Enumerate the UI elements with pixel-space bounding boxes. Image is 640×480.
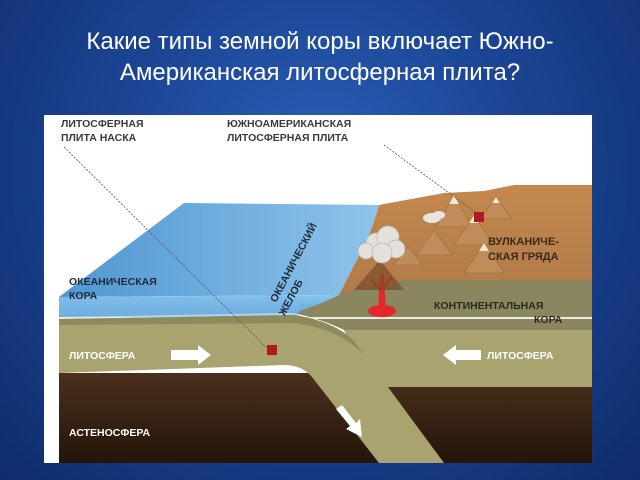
asthenosphere-label: АСТЕНОСФЕРА: [69, 427, 150, 439]
title-line-1: Какие типы земной коры включает Южно-: [86, 28, 554, 55]
diagram-margin: [44, 115, 59, 463]
slab-top-edge: [59, 315, 364, 355]
slide-title: Какие типы земной коры включает Южно- Ам…: [0, 26, 640, 88]
subduction-arrow: [336, 405, 362, 437]
asthenosphere-layer: [44, 373, 592, 463]
south-american-plate-label-line1: ЮЖНОАМЕРИКАНСКАЯ: [227, 118, 351, 130]
south-american-plate-marker: [474, 212, 484, 222]
oceanic-crust-line: [59, 317, 592, 319]
small-cloud: [423, 211, 445, 223]
nazca-leader-line: [63, 146, 272, 353]
south-american-leader-line: [383, 144, 480, 216]
eruption-cloud: [357, 225, 406, 264]
lithosphere-label-right: ЛИТОСФЕРА: [487, 350, 554, 362]
right-lithosphere-arrow: [443, 345, 481, 365]
left-lithosphere-arrow: [171, 345, 211, 365]
south-american-plate-label-line2: ЛИТОСФЕРНАЯ ПЛИТА: [227, 132, 349, 144]
nazca-plate-label-line2: ПЛИТА НАСКА: [61, 132, 137, 144]
mountain-peaks: [393, 194, 513, 274]
volcanic-range-label-line2: СКАЯ ГРЯДА: [488, 251, 559, 263]
lithosphere-label-left: ЛИТОСФЕРА: [69, 350, 136, 362]
volcano-cone: [354, 260, 404, 290]
title-line-2: Американская литосферная плита?: [119, 59, 521, 86]
ocean-water-front: [59, 297, 299, 317]
nazca-plate-marker: [267, 345, 277, 355]
oceanic-lithosphere: [59, 315, 444, 463]
oceanic-crust-label-line1: ОКЕАНИЧЕСКАЯ: [69, 276, 157, 288]
nazca-plate-label-line1: ЛИТОСФЕРНАЯ: [61, 118, 144, 130]
continental-crust-label-line1: КОНТИНЕНТАЛЬНАЯ: [434, 300, 543, 312]
plate-diagram: ЛИТОСФЕРНАЯ ПЛИТА НАСКА ЮЖНОАМЕРИКАНСКАЯ…: [44, 115, 592, 463]
oceanic-crust-label-line2: КОРА: [69, 290, 98, 302]
continental-crust-label-line2: КОРА: [534, 314, 563, 326]
volcanic-range-label-line1: ВУЛКАНИЧЕ-: [488, 236, 559, 248]
ocean-surface: [59, 203, 379, 297]
